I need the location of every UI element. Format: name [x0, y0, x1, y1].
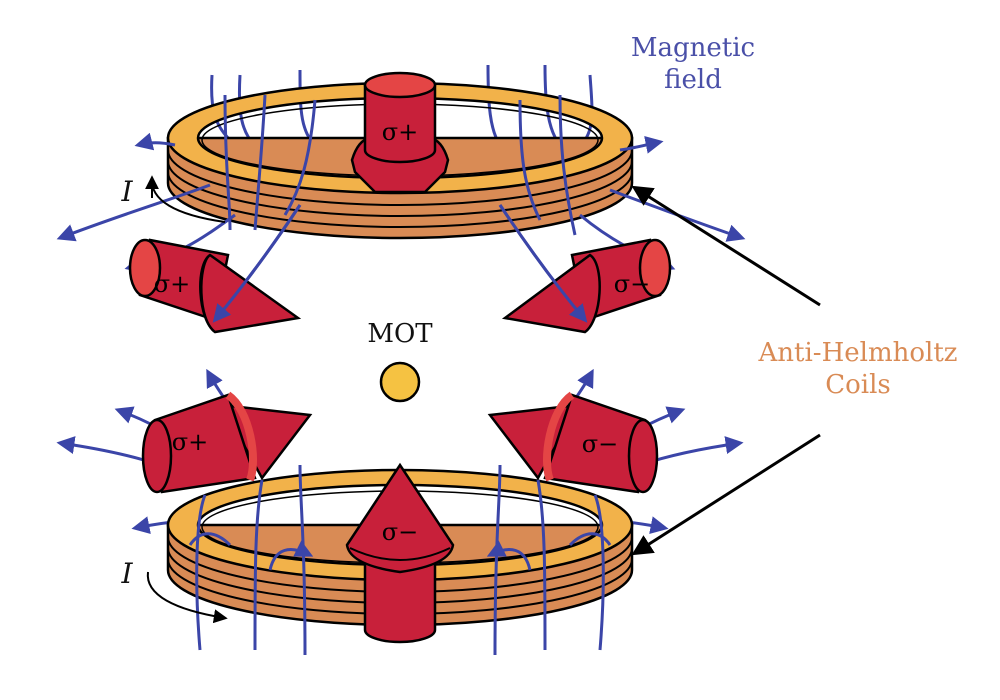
mot-label: MOT — [367, 319, 433, 349]
beam-bottom — [345, 462, 455, 644]
field-line-over-ur — [498, 204, 588, 323]
beam-upper-left-label: σ+ — [154, 270, 191, 298]
beam-top — [350, 71, 450, 194]
anti-helmholtz-coils-label: Anti-Helmholtz Coils — [738, 337, 978, 401]
beam-lower-left — [141, 391, 313, 494]
coils-label-line2: Coils — [825, 370, 891, 400]
beam-top-label: σ+ — [382, 118, 419, 146]
magnetic-field-label-line1: Magnetic — [630, 33, 756, 63]
mot-atom-cloud — [379, 361, 421, 403]
beam-upper-right-label: σ− — [614, 270, 651, 298]
coils-label-line1: Anti-Helmholtz — [758, 338, 958, 368]
beam-bottom-label: σ− — [382, 518, 419, 546]
beam-lower-left-label: σ+ — [172, 428, 209, 456]
field-line-over-ul — [212, 204, 302, 323]
pointer-top-coil — [631, 185, 821, 307]
beam-lower-right-label: σ− — [582, 430, 619, 458]
current-label-bottom: I — [121, 557, 133, 590]
beam-lower-right — [487, 391, 659, 494]
magnetic-field-label-line2: field — [664, 65, 722, 95]
beam-upper-right — [501, 238, 672, 334]
current-label-top: I — [121, 175, 133, 208]
magnetic-field-label: Magnetic field — [618, 32, 768, 96]
field-lines-bottom — [188, 464, 612, 656]
current-arrow-bottom — [146, 571, 228, 624]
pointer-bottom-coil — [631, 433, 821, 556]
